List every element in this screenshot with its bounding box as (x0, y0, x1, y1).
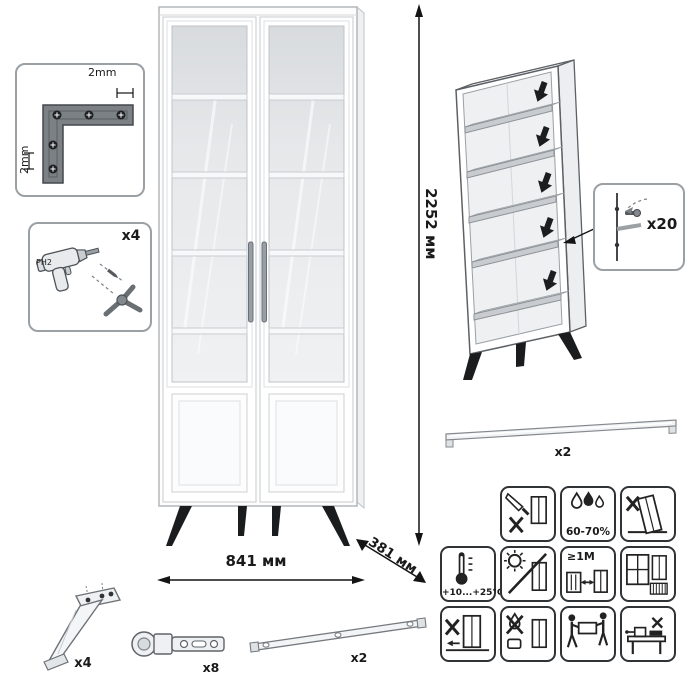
care-cell-window-placement (620, 546, 676, 602)
bracket-top-dimension (116, 88, 134, 98)
width-dimension-label: 841 мм (225, 552, 287, 570)
cabinet-right-door (259, 16, 354, 503)
care-cell-humidity: 60-70% (560, 486, 616, 542)
no-tilt-icon (625, 494, 668, 535)
bracket-side-dimension-label: 2mm (18, 145, 31, 174)
shelf-pin-count-label: x20 (646, 215, 678, 233)
drill-drawing (36, 247, 143, 317)
care-cell-no-wet-cleaning (500, 606, 556, 662)
shelf-edge (171, 249, 248, 257)
window-placement-icon (626, 553, 668, 595)
callout-leader-arrow (563, 227, 597, 244)
cabinet-open-view (455, 59, 587, 380)
workbench-assembly-icon (625, 616, 667, 655)
no-wet-cleaning-icon (505, 612, 547, 650)
care-cell-no-tilt (620, 486, 676, 542)
care-cell-no-dragging (440, 606, 496, 662)
shelf-edge (171, 327, 248, 335)
no-dragging-icon (444, 614, 490, 652)
open-cabinet-legs (463, 332, 582, 380)
shelf-pin-callout-box (593, 183, 685, 271)
shelf-edge (268, 171, 345, 179)
cabinet-side-panel (356, 5, 365, 510)
corner-bracket (42, 104, 134, 184)
bracket-side-dimension (24, 152, 34, 170)
bracket-top-dimension-label: 2mm (88, 66, 117, 79)
shelf-pin-drawing (614, 193, 648, 261)
care-cell-carry-two-people (560, 606, 616, 662)
leg-part-drawing (43, 582, 122, 671)
brace-part-drawing (249, 617, 427, 653)
cabinet-legs (166, 506, 350, 546)
shelf-edge (268, 93, 345, 101)
temperature-label: +10...+25°C (442, 588, 504, 598)
drill-count-label: x4 (121, 228, 141, 244)
cabinet-left-door (162, 16, 257, 503)
drill-bit-label: PH2 (36, 258, 52, 267)
heat-distance-label: ≥1M (567, 550, 595, 563)
open-cabinet-shelves (464, 101, 570, 321)
shelf-edge (268, 327, 345, 335)
handle-count-label: x2 (554, 444, 572, 459)
care-cell-no-sharp-objects (500, 486, 556, 542)
shelf-edge (171, 93, 248, 101)
humidity-icon (570, 491, 605, 509)
care-cell-temperature: +10...+25°C (440, 546, 504, 602)
hinge-part-drawing (131, 631, 225, 657)
care-icon-grid: 60-70% +10 (440, 486, 684, 668)
humidity-label: 60-70% (565, 526, 611, 538)
no-direct-sunlight-icon (503, 549, 548, 594)
screw-icon (107, 268, 119, 279)
bracket-screws (48, 110, 126, 174)
cabinet-front-view (158, 5, 365, 546)
handle-part-drawing (445, 419, 677, 448)
drill-detail-box (28, 222, 152, 332)
care-cell-heat-distance: ≥1M (560, 546, 616, 602)
right-door-handle (261, 241, 267, 323)
shelf-insert-arrows (533, 81, 558, 291)
temperature-icon (455, 552, 473, 585)
care-cell-workbench-assembly (620, 606, 676, 662)
shelf-edge (268, 249, 345, 257)
corner-bracket-detail-box (15, 63, 145, 197)
right-glass-panel (268, 25, 345, 383)
drill-icon (36, 247, 100, 292)
hinge-count-label: x8 (202, 660, 220, 675)
corner-bracket-drawing (24, 88, 134, 184)
brace-count-label: x2 (350, 650, 368, 665)
no-sharp-objects-icon (504, 492, 547, 534)
carry-two-people-icon (566, 612, 609, 648)
leg-count-label: x4 (74, 656, 92, 671)
heat-distance-icon (566, 569, 608, 593)
shelf-edge (171, 171, 248, 179)
height-dimension-arrow (415, 4, 423, 546)
width-dimension-arrow (157, 576, 365, 584)
care-cell-no-direct-sunlight (500, 546, 556, 602)
depth-dimension-arrow (356, 539, 426, 583)
left-door-handle (248, 241, 254, 323)
